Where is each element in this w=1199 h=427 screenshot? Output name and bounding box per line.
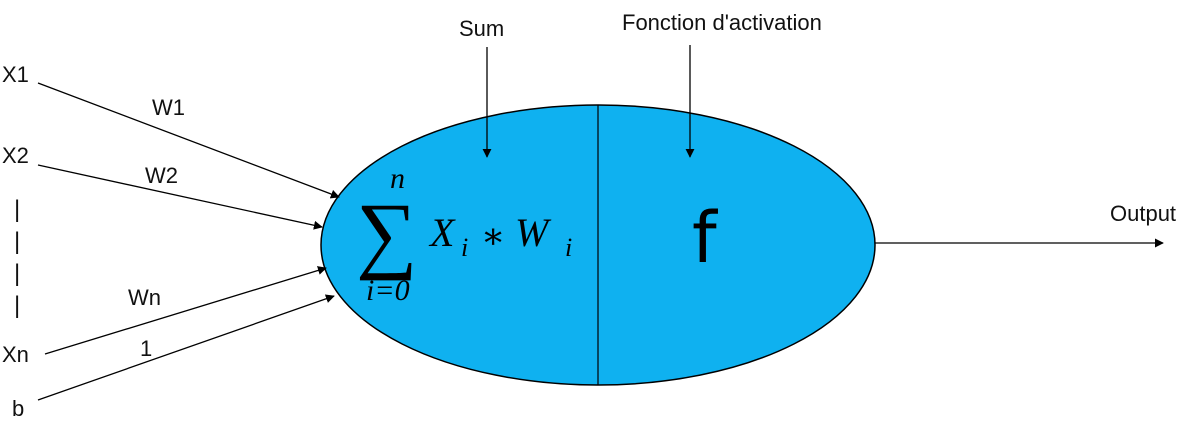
bias-weight-label: 1 xyxy=(140,336,152,361)
sum-term-w-subscript: i xyxy=(565,233,572,262)
sum-term-w: W xyxy=(515,210,552,255)
ellipsis-bar-4: | xyxy=(14,292,20,319)
sum-lower-limit: i=0 xyxy=(366,274,410,307)
input-x1-label: X1 xyxy=(2,62,29,87)
sum-multiply-symbol: ∗ xyxy=(481,216,505,256)
output-label: Output xyxy=(1110,201,1176,226)
ellipsis-bar-1: | xyxy=(14,196,20,223)
arrow-b xyxy=(37,294,335,401)
weight-wn-label: Wn xyxy=(128,285,161,310)
sigma-symbol: ∑ xyxy=(356,185,417,281)
arrow-x2 xyxy=(37,164,323,230)
arrow-x1 xyxy=(37,82,340,199)
bias-b-label: b xyxy=(12,396,24,421)
input-x2-label: X2 xyxy=(2,143,29,168)
activation-function-symbol: f xyxy=(692,197,718,279)
weight-w1-label: W1 xyxy=(152,95,185,120)
sum-upper-limit: n xyxy=(390,162,405,195)
sum-label: Sum xyxy=(459,16,504,41)
ellipsis-bar-3: | xyxy=(14,260,20,287)
ellipsis-bar-2: | xyxy=(14,228,20,255)
activation-function-label: Fonction d'activation xyxy=(622,10,822,35)
arrow-xn xyxy=(44,266,327,355)
input-xn-label: Xn xyxy=(2,342,29,367)
weight-w2-label: W2 xyxy=(145,163,178,188)
sum-term-x: X xyxy=(428,210,456,255)
sum-term-x-subscript: i xyxy=(461,233,468,262)
